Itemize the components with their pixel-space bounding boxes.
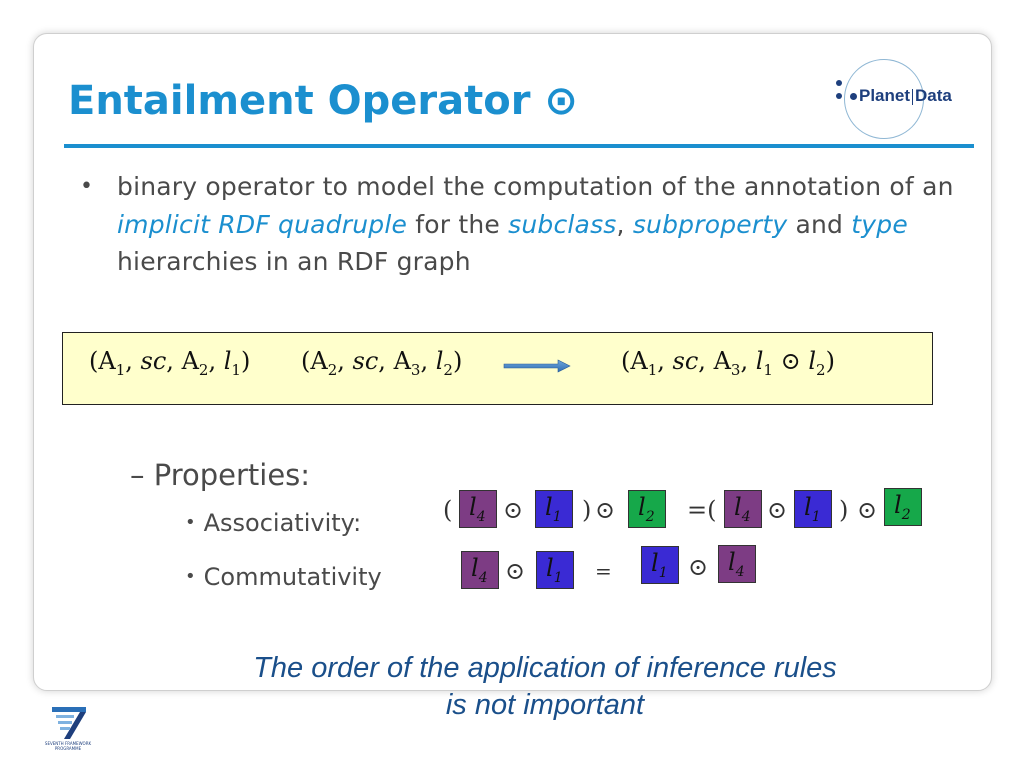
tile-l1: l1	[535, 490, 573, 528]
properties-heading: – Properties:	[130, 458, 311, 492]
term-type: type	[851, 209, 908, 239]
fp7-emblem-icon	[52, 707, 86, 739]
term-subclass: subclass	[508, 209, 617, 239]
title-underline	[64, 144, 974, 148]
inference-rule-box: (A1, sc, A2, l1) (A2, sc, A3, l2) (A1, s…	[62, 332, 933, 405]
slide-title: Entailment Operator ⊙	[68, 78, 578, 124]
tile-l2: l2	[884, 488, 922, 526]
entailment-operator: ⊙	[503, 496, 524, 524]
tile-l4: l4	[718, 545, 756, 583]
logo-ring	[844, 59, 924, 139]
close-paren: )	[839, 496, 849, 524]
commutativity-item: •Commutativity	[185, 563, 382, 591]
logo-word-data: Data	[915, 86, 952, 105]
associativity-item: •Associativity:	[185, 509, 362, 537]
tile-l2: l2	[628, 490, 666, 528]
logo-word-planet: Planet	[859, 86, 911, 105]
fp7-logo: SEVENTH FRAMEWORK PROGRAMME	[42, 705, 94, 755]
equals-open-paren: =(	[687, 496, 717, 524]
tile-l1: l1	[641, 546, 679, 584]
bullet-point: • binary operator to model the computati…	[80, 168, 980, 281]
term-subproperty: subproperty	[632, 209, 788, 239]
logo-dots	[836, 80, 842, 106]
entailment-operator: ⊙	[505, 557, 526, 585]
entailment-operator: ⊙	[767, 496, 788, 524]
entailment-operator: ⊙	[595, 496, 616, 524]
entailment-operator: ⊙	[857, 496, 878, 524]
tile-l1: l1	[794, 490, 832, 528]
conclusion-statement: The order of the application of inferenc…	[253, 652, 837, 721]
term-implicit-rdf-quadruple: implicit RDF quadruple	[117, 209, 408, 239]
premise-2: (A2, sc, A3, l2)	[301, 347, 463, 379]
tile-l4: l4	[461, 551, 499, 589]
close-paren: )	[582, 496, 592, 524]
entailment-operator: ⊙	[688, 553, 709, 581]
tile-l4: l4	[724, 490, 762, 528]
open-paren: (	[443, 496, 453, 524]
fp7-caption: SEVENTH FRAMEWORK PROGRAMME	[44, 741, 92, 751]
tile-l4: l4	[459, 490, 497, 528]
bullet-glyph: •	[80, 174, 93, 199]
bullet-text: binary operator to model the computation…	[117, 172, 954, 276]
tile-l1: l1	[536, 551, 574, 589]
premise-1: (A1, sc, A2, l1)	[89, 347, 251, 379]
right-arrow-icon	[503, 359, 571, 373]
equals-sign: =	[595, 559, 612, 583]
rule-conclusion: (A1, sc, A3, l1 ⊙ l2)	[621, 347, 835, 379]
